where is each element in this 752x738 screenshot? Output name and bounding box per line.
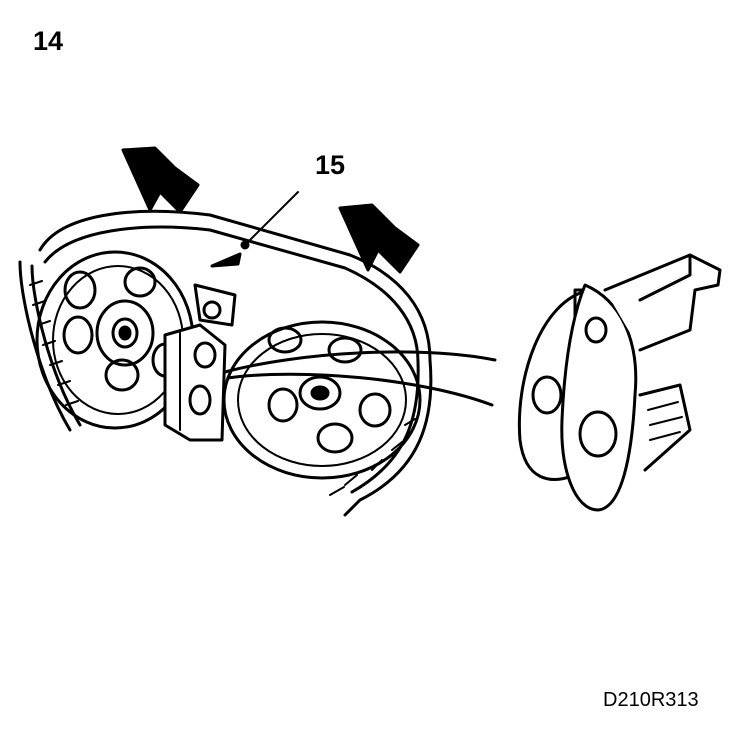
step-number: 14 bbox=[33, 26, 64, 56]
figure-code: D210R313 bbox=[603, 689, 699, 711]
arrow-small-icon bbox=[210, 252, 242, 268]
timing-belt bbox=[18, 209, 433, 517]
locking-tool-installed bbox=[163, 283, 237, 442]
callout-label: 15 bbox=[315, 150, 346, 180]
right-camshaft-pulley bbox=[222, 320, 422, 480]
callout-leader bbox=[244, 191, 299, 246]
arrow-right-icon bbox=[338, 203, 420, 274]
pointer-line bbox=[223, 350, 497, 374]
arrow-left-icon bbox=[121, 146, 200, 214]
locking-tool-detail bbox=[517, 253, 722, 512]
